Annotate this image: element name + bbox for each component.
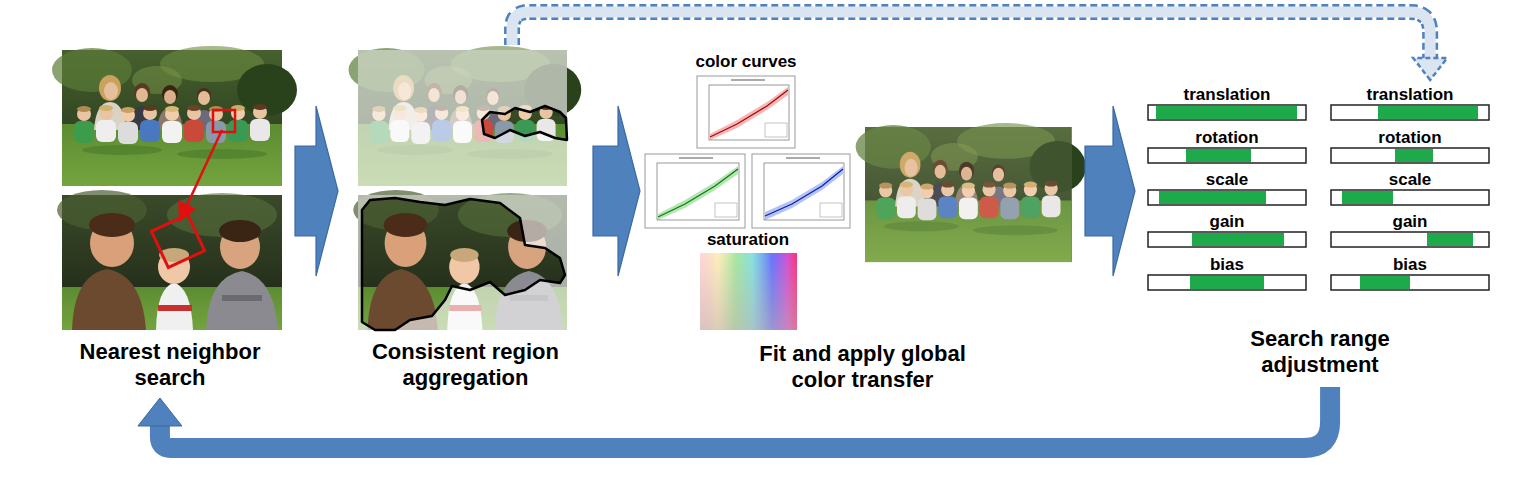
block-arrow-shape [1085,106,1135,276]
dashed-arrow-fill [512,12,1430,58]
dashed-arrow-outline [512,12,1430,58]
result-photo [856,123,1086,262]
region-outline [482,106,567,140]
stage-caption: Consistent region aggregation [345,339,586,390]
block-arrow-shape [593,106,640,276]
range-label: gain [1137,213,1317,230]
block-arrow-shape [295,106,338,276]
dashed-feedback-arrow [512,12,1447,80]
region-outline [362,198,565,330]
stage-node: Fit and apply global color transfer [645,45,1080,395]
range-label: rotation [1137,129,1317,146]
block-arrow [295,106,338,276]
block-arrow [1085,106,1135,276]
stage-node: Search range adjustment [1140,80,1500,385]
region-photos [349,46,582,330]
stage-node: Consistent region aggregation [343,45,588,395]
block-arrow [593,106,640,276]
loop-arrow [138,387,1330,448]
range-label: translation [1320,86,1500,103]
range-label: scale [1137,171,1317,188]
range-label: gain [1320,213,1500,230]
panel-label: saturation [658,231,838,248]
patch-square [213,110,235,132]
stage-node: Nearest neighbor search [50,45,290,395]
range-label: rotation [1320,129,1500,146]
blue-curve-plot [752,154,850,228]
loop-arrow-band [160,387,1330,448]
dashed-arrow-head [1413,58,1447,80]
saturation-square [700,253,797,330]
stage-caption: Search range adjustment [1220,326,1420,377]
panel-label: color curves [656,53,836,70]
range-label: translation [1137,86,1317,103]
green-curve-plot [645,154,745,228]
range-label: bias [1320,256,1500,273]
range-label: scale [1320,171,1500,188]
patch-square-match [151,214,204,267]
loop-arrow-head [138,398,182,426]
source-photos [52,46,297,330]
red-curve-plot [697,76,795,148]
range-label: bias [1137,256,1317,273]
stage-caption: Nearest neighbor search [52,339,288,390]
match-arrow [181,130,222,218]
stage-caption: Fit and apply global color transfer [738,341,988,392]
